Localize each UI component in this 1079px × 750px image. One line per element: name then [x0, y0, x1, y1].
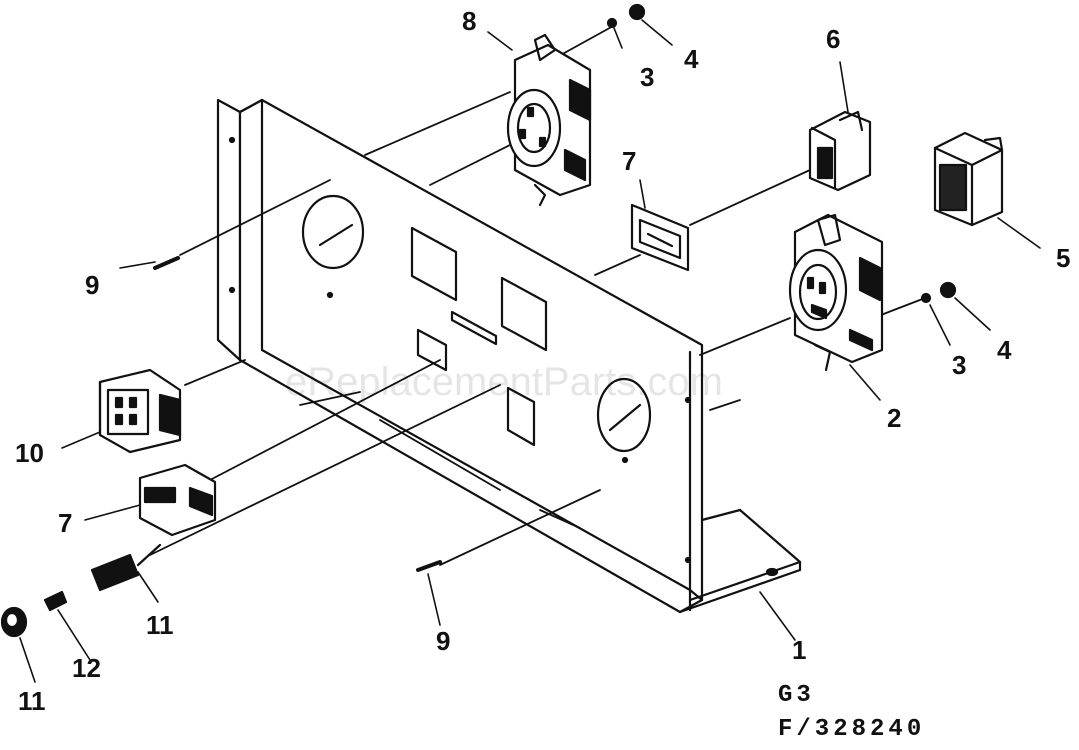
callout-7-top: 7 — [622, 146, 637, 176]
receptacle-8 — [506, 33, 592, 207]
screws — [153, 256, 442, 572]
switch-5 — [933, 131, 1004, 227]
callout-11-bottom: 11 — [18, 686, 46, 716]
callout-11-mid: 11 — [146, 610, 174, 640]
callout-6: 6 — [826, 24, 841, 54]
callout-3-right: 3 — [952, 350, 967, 380]
callout-2: 2 — [887, 403, 902, 433]
callout-3-top: 3 — [640, 62, 655, 92]
fuse-holder — [0, 543, 162, 638]
callout-8: 8 — [462, 6, 477, 36]
switch-6 — [808, 110, 872, 192]
callout-7-bottom: 7 — [58, 508, 73, 538]
diagram-code-line2: F/328240 — [778, 716, 926, 743]
callout-5: 5 — [1056, 243, 1071, 273]
leader-lines — [149, 24, 926, 566]
callout-1: 1 — [792, 635, 807, 665]
watermark: eReplacementParts.com — [285, 360, 723, 404]
callout-10: 10 — [15, 438, 44, 468]
nut-washer-right — [920, 281, 957, 304]
callout-leaders — [19, 19, 1041, 683]
receptacle-2 — [788, 213, 884, 372]
callout-9-bottom: 9 — [436, 626, 451, 656]
callout-12: 12 — [72, 653, 101, 683]
diagram-code-line1: G3 — [778, 682, 815, 709]
callout-9-left: 9 — [85, 270, 100, 300]
indicator-7-bottom — [138, 463, 217, 537]
callout-4-top: 4 — [684, 44, 699, 74]
label-7-top — [630, 203, 690, 272]
callout-4-right: 4 — [997, 335, 1012, 365]
control-panel — [216, 98, 802, 614]
nut-washer-top — [606, 3, 646, 29]
outlet-10 — [98, 368, 182, 454]
